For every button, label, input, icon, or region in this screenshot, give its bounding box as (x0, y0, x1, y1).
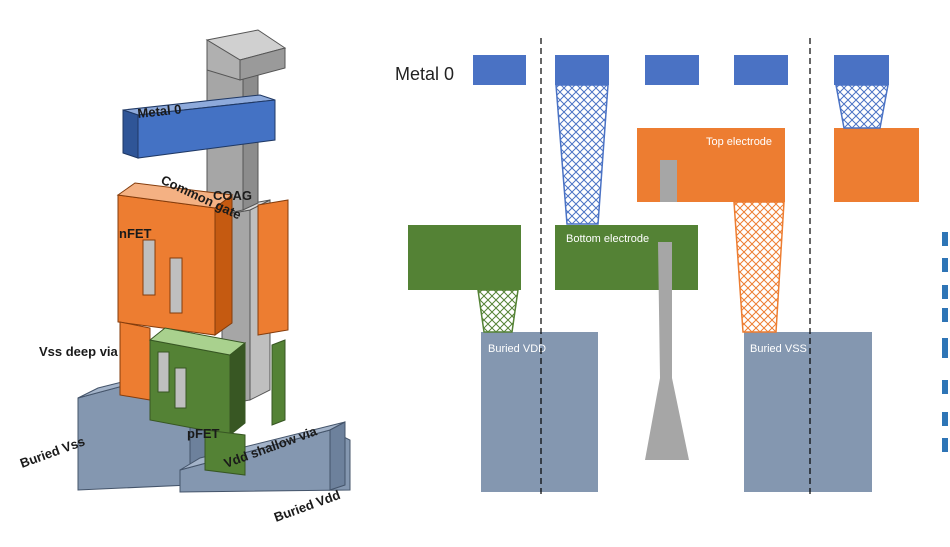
bottom-electrode (555, 225, 698, 290)
label-2d-bottom-electrode: Bottom electrode (566, 233, 649, 245)
metal0-line-1 (473, 55, 526, 85)
label-3d-coag: COAG (213, 188, 252, 203)
bottom-electrode-left (408, 225, 521, 290)
via-orange (733, 201, 785, 333)
pfet-side-fragment (271, 339, 286, 426)
label-3d-pfet: pFET (187, 426, 220, 441)
nfet-block (116, 182, 234, 336)
nfet-side-fragment (257, 199, 289, 336)
buried-vss-rail-2d (744, 332, 872, 492)
pfet-block (148, 327, 247, 437)
via-blue-small (835, 84, 889, 129)
label-3d-metal0: Metal 0 (137, 101, 182, 121)
cropped-mark-1 (942, 232, 948, 246)
cropped-mark-8 (942, 438, 948, 452)
metal0-line-5 (834, 55, 889, 85)
metal0-3d-line (122, 94, 276, 159)
via-green (477, 289, 519, 333)
cropped-mark-2 (942, 258, 948, 272)
label-3d-nfet: nFET (119, 226, 152, 241)
cropped-mark-6 (942, 380, 948, 394)
vss-deep-via (119, 321, 151, 401)
metal0-line-4 (734, 55, 788, 85)
label-2d-top-electrode: Top electrode (706, 136, 772, 148)
label-3d-buried-vdd: Buried Vdd (272, 487, 342, 525)
buried-vdd-rail (179, 421, 351, 493)
cropped-mark-3 (942, 285, 948, 299)
buried-vdd-rail-2d (481, 332, 598, 492)
cross-section-2d-view: Metal 0 Top electrode Bottom electrode B… (395, 38, 948, 495)
label-3d-buried-vss: Buried Vss (18, 433, 87, 470)
label-3d-vss-deep-via: Vss deep via (39, 344, 119, 359)
vdd-shallow-via (204, 429, 246, 476)
cropped-mark-7 (942, 412, 948, 426)
cropped-mark-5 (942, 338, 948, 358)
top-electrode-right (834, 128, 919, 202)
gate-contact-tapered (645, 242, 689, 460)
metal0-line-3 (645, 55, 699, 85)
label-2d-metal0: Metal 0 (395, 64, 454, 84)
label-2d-buried-vdd: Buried VDD (488, 343, 546, 355)
label-2d-buried-vss: Buried VSS (750, 343, 807, 355)
cropped-mark-4 (942, 308, 948, 322)
isometric-3d-view: Metal 0 COAG Common gate nFET Vss deep v… (18, 29, 351, 525)
via-blue-large (555, 84, 609, 225)
metal0-line-2 (555, 55, 609, 85)
gate-contact-short (660, 160, 677, 202)
